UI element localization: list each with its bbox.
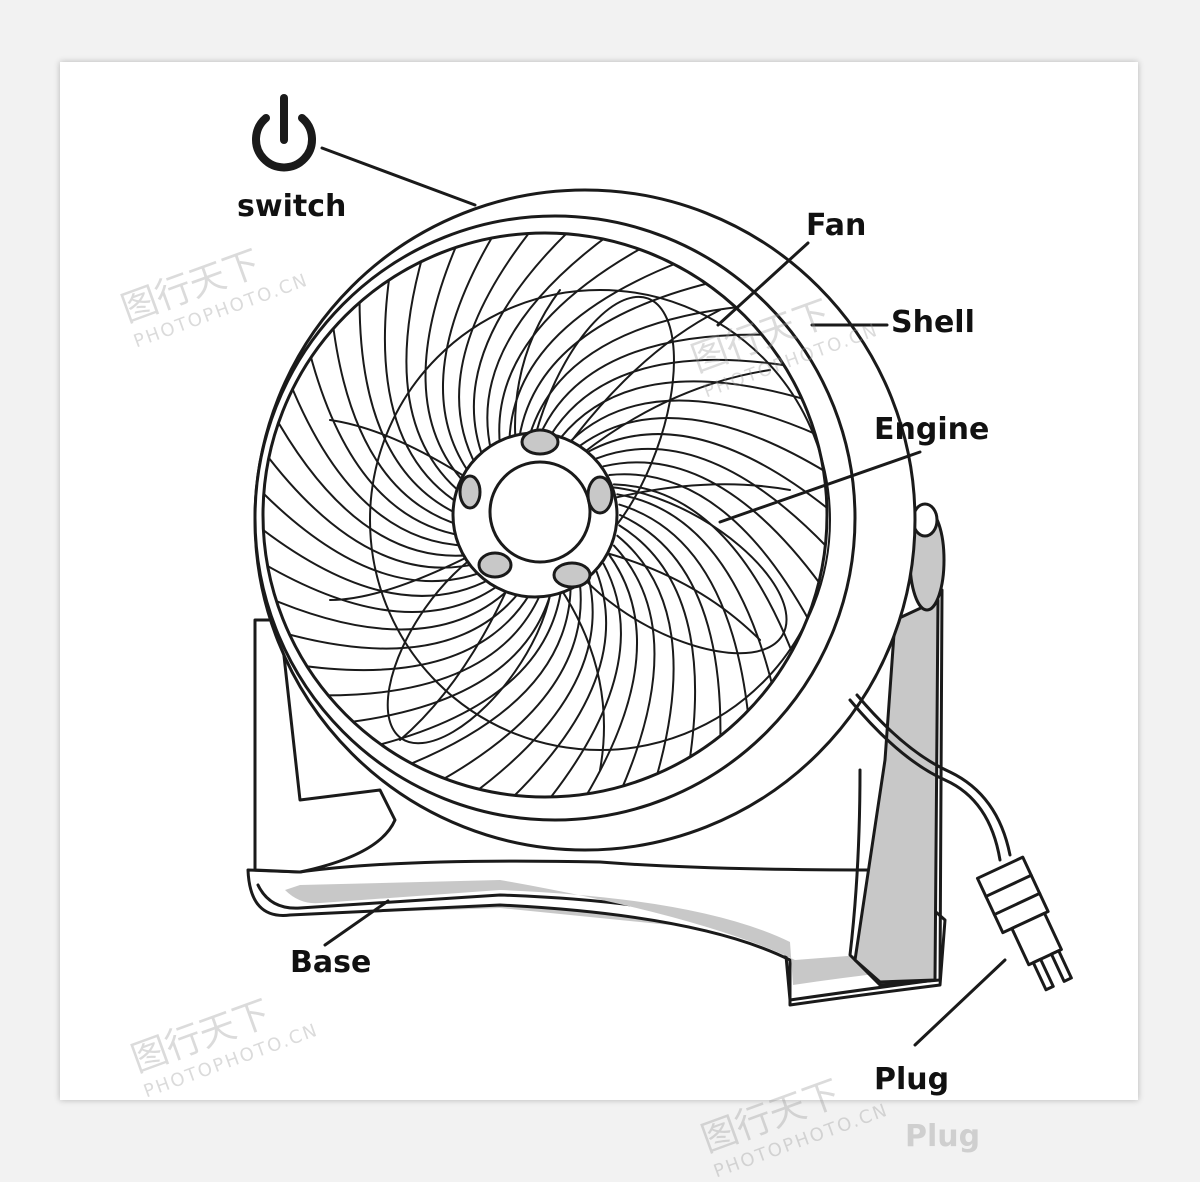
grill-wire bbox=[505, 570, 608, 797]
grill-wire bbox=[616, 493, 774, 689]
grill-wire bbox=[539, 333, 769, 436]
grill-wire bbox=[518, 281, 714, 439]
grill-wire bbox=[508, 260, 682, 443]
leader-plug bbox=[913, 958, 1007, 1047]
grill-wire bbox=[472, 233, 575, 460]
leader-base bbox=[323, 899, 390, 947]
grill-wire bbox=[608, 473, 811, 623]
grill-wire bbox=[468, 577, 594, 797]
grill-wire bbox=[549, 358, 790, 437]
grill-wire bbox=[618, 524, 697, 765]
grill-wire bbox=[486, 233, 612, 453]
label-base: Base bbox=[290, 945, 372, 980]
label-switch: switch bbox=[237, 189, 347, 224]
grill-wire bbox=[311, 594, 541, 697]
grill-wire bbox=[441, 233, 499, 476]
grill-wire bbox=[581, 554, 639, 797]
grill-wire bbox=[498, 244, 648, 447]
stand-frame-left bbox=[253, 618, 397, 874]
grill-rim bbox=[261, 231, 829, 799]
grill-wire bbox=[366, 591, 562, 749]
grill-wire bbox=[269, 407, 472, 557]
grill-wire bbox=[612, 544, 656, 795]
grill-wire bbox=[263, 556, 501, 614]
grill-wire bbox=[587, 433, 827, 512]
grill-wire bbox=[285, 373, 468, 547]
grill-wire bbox=[616, 534, 675, 783]
leader-fan bbox=[716, 241, 810, 327]
grill-wire bbox=[263, 587, 511, 631]
grill-wire bbox=[559, 380, 808, 439]
base bbox=[246, 859, 947, 1007]
grill-wire bbox=[398, 587, 572, 770]
grill-wire bbox=[272, 591, 521, 650]
grill-wire bbox=[263, 443, 478, 569]
grill-wire bbox=[602, 461, 823, 587]
grill-wire bbox=[595, 447, 827, 550]
leader-switch bbox=[320, 146, 477, 207]
label-plug: Plug bbox=[874, 1062, 950, 1097]
grill-wire bbox=[337, 593, 552, 725]
grill-wire bbox=[612, 483, 795, 657]
grill-wire bbox=[306, 341, 464, 537]
grill-wire bbox=[579, 416, 827, 474]
grill-wire bbox=[618, 503, 750, 718]
grill-wire bbox=[424, 235, 468, 486]
grill-wire bbox=[458, 233, 537, 468]
grill-wire bbox=[569, 399, 820, 443]
grill-wire bbox=[619, 514, 722, 744]
leader-engine bbox=[718, 450, 922, 524]
grill-wire bbox=[330, 312, 462, 527]
grill-wire bbox=[432, 583, 582, 786]
label-shell: Shell bbox=[891, 305, 975, 340]
grill-wire bbox=[358, 286, 461, 516]
grill-wire bbox=[543, 562, 622, 797]
label-engine: Engine bbox=[874, 412, 990, 447]
stand-arm-outline bbox=[848, 588, 944, 987]
grill-wire bbox=[263, 480, 485, 583]
label-fan: Fan bbox=[806, 208, 867, 243]
plug bbox=[975, 855, 1073, 992]
power-icon bbox=[252, 94, 316, 172]
label-plug-ghost: Plug bbox=[905, 1119, 981, 1154]
grill-wire bbox=[290, 593, 531, 672]
grill-wire bbox=[405, 247, 464, 496]
grill-inner-ring bbox=[369, 289, 831, 751]
power-cord bbox=[848, 698, 1002, 862]
base-gray-band bbox=[285, 880, 930, 985]
